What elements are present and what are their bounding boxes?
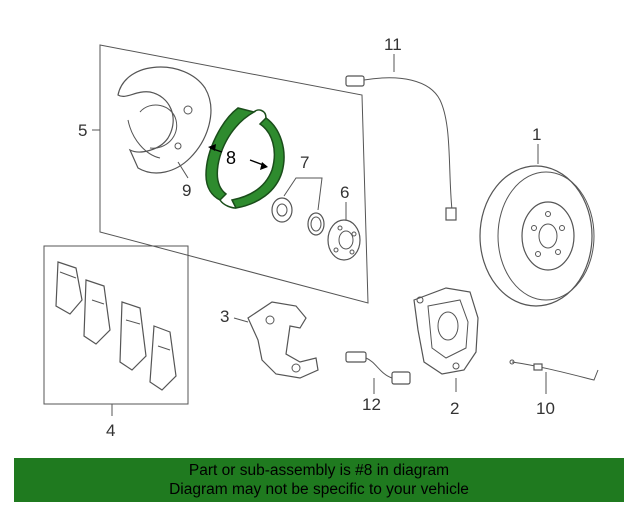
sensor-cable-part-11 <box>345 75 457 221</box>
arrow-8b <box>260 162 268 170</box>
brake-caliper-part-2 <box>413 287 479 375</box>
leader-9 <box>177 161 189 179</box>
callout-10: 10 <box>536 399 555 418</box>
arrow-8a <box>208 144 216 151</box>
bearing-part-7 <box>271 197 325 236</box>
callout-12: 12 <box>362 395 381 414</box>
parts-diagram: 1 2 3 4 5 6 7 8 9 10 11 12 <box>43 35 599 440</box>
wheel-hub-part-6 <box>327 219 361 261</box>
callout-11: 11 <box>384 35 402 54</box>
brake-rotor-part-1 <box>479 165 595 307</box>
callout-8: 8 <box>226 148 236 168</box>
callout-1: 1 <box>532 125 541 144</box>
callout-4: 4 <box>106 421 115 440</box>
callout-3: 3 <box>220 307 229 326</box>
callout-7: 7 <box>300 153 309 172</box>
leader-7 <box>283 177 323 211</box>
backing-plate-part-9 <box>117 66 212 174</box>
wear-sensor-part-12 <box>345 351 411 385</box>
callout-5: 5 <box>78 121 87 140</box>
group-panel-5-9 <box>99 44 369 304</box>
brake-pads-part-4 <box>55 261 177 391</box>
group-box-4 <box>43 245 189 405</box>
banner-line-2: Diagram may not be specific to your vehi… <box>169 481 469 498</box>
callout-2: 2 <box>450 399 459 418</box>
callout-6: 6 <box>340 183 349 202</box>
callout-9: 9 <box>182 181 191 200</box>
info-banner: Part or sub-assembly is #8 in diagram Di… <box>14 458 624 502</box>
sensor-wire-part-10 <box>509 359 599 381</box>
leader-3 <box>233 317 249 323</box>
parking-brake-shoes-part-8 <box>205 107 285 209</box>
caliper-bracket-part-3 <box>247 301 319 379</box>
banner-line-1: Part or sub-assembly is #8 in diagram <box>188 462 450 479</box>
